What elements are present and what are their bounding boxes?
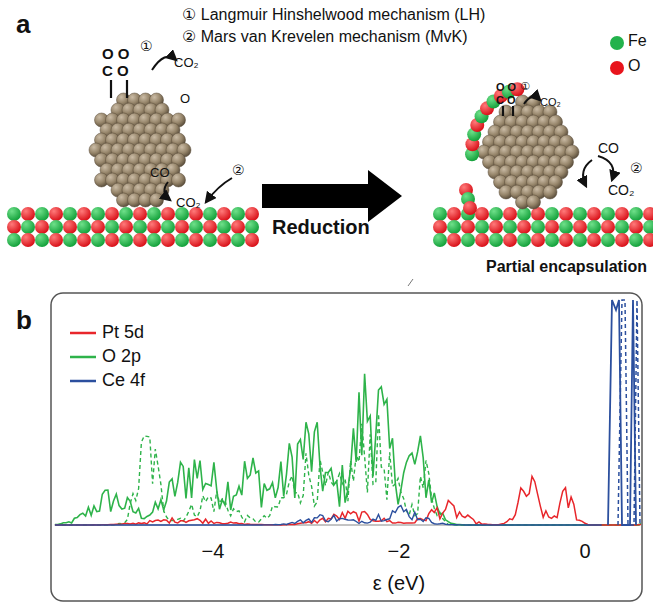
atom-label: O — [180, 92, 190, 107]
tick-label: −4 — [202, 540, 225, 563]
panel-letter: a — [16, 10, 30, 40]
molecule-label: CO — [598, 140, 619, 156]
mechanism-note: ② Mars van Krevelen mechanism (MvK) — [182, 28, 468, 46]
caption-label: Partial encapsulation — [486, 258, 647, 276]
mechanism-note: ① Langmuir Hinshelwood mechanism (LH) — [182, 6, 485, 24]
legend-swatch — [610, 61, 624, 75]
legend-label: Pt 5d — [102, 322, 144, 343]
legend-label: O — [628, 57, 640, 75]
callout-number: ② — [630, 160, 643, 176]
molecule-label: CO₂ — [608, 182, 634, 198]
oxide-support — [7, 207, 653, 247]
molecule-label: CO₂ — [174, 56, 199, 71]
molecule-label: CO₂ — [176, 196, 201, 211]
axis-title: ε (eV) — [373, 572, 425, 595]
encapsulation-layer — [459, 82, 524, 215]
callout-number: ① — [520, 80, 530, 93]
tick-label: 0 — [579, 540, 590, 563]
molecule-label: O O — [496, 81, 516, 94]
molecule-label: CO₂ — [540, 96, 561, 109]
panel-letter: b — [16, 306, 32, 336]
legend-swatch — [610, 36, 624, 50]
molecule-label: C O — [102, 62, 129, 79]
legend-label: Fe — [628, 32, 647, 50]
reduction-arrow — [262, 170, 402, 222]
callout-number: ① — [140, 38, 153, 54]
arrow-label: Reduction — [272, 216, 370, 239]
co-molecule — [111, 80, 513, 116]
callout-number: ② — [232, 162, 245, 178]
molecule-label: C O — [496, 94, 516, 107]
molecule-label: CO — [150, 166, 170, 181]
dos-plot — [51, 279, 653, 601]
molecule-label: O O — [102, 45, 130, 62]
tick-label: −2 — [388, 540, 411, 563]
legend-label: O 2p — [102, 346, 141, 367]
reaction-arrow — [152, 57, 613, 202]
legend-label: Ce 4f — [102, 370, 145, 391]
